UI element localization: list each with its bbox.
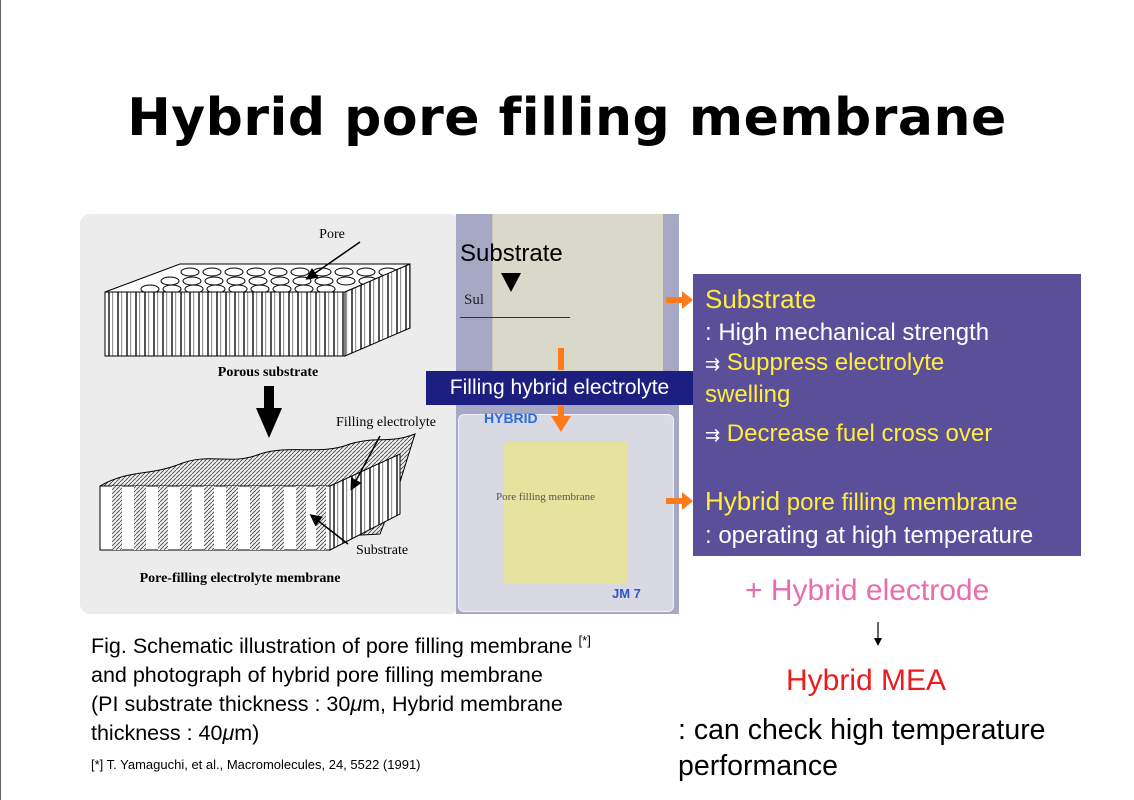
substrate-heading: Substrate	[705, 284, 817, 314]
corner-marker: JM 7	[612, 586, 641, 601]
double-arrow-icon: ⇉	[705, 425, 721, 445]
slide-title: Hybrid pore filling membrane	[127, 88, 1007, 148]
orange-down-arrow-icon	[551, 348, 571, 432]
effect-decrease-crossover: ⇉ Decrease fuel cross over	[705, 420, 993, 447]
hybrid-electrode-label: + Hybrid electrode	[745, 574, 990, 607]
triangle-down-icon	[501, 273, 521, 292]
photo-sheet-text: Sul	[464, 292, 485, 308]
photo-substrate-label: Substrate	[460, 240, 563, 267]
hybrid-membrane-property: : operating at high temperature	[705, 522, 1034, 549]
properties-box: Substrate : High mechanical strength ⇉ S…	[693, 274, 1081, 556]
pore-filling-membrane-drawing	[99, 433, 416, 551]
schematic-panel: Pore Porous substrate Filling electrolyt…	[80, 214, 460, 614]
photo-divider	[460, 317, 570, 318]
figure-caption: Fig. Schematic illustration of pore fill…	[91, 633, 591, 745]
small-down-arrow-icon	[874, 622, 882, 646]
effect-suppress-swelling: ⇉ Suppress electrolyte	[705, 349, 945, 376]
filling-hybrid-electrolyte-box: Filling hybrid electrolyte	[426, 371, 693, 405]
hybrid-mea-label: Hybrid MEA	[786, 664, 947, 697]
pore-filling-membrane-label: Pore-filling electrolyte membrane	[140, 571, 341, 586]
porous-substrate-label: Porous substrate	[218, 365, 318, 380]
orange-right-arrow-icon	[666, 291, 693, 309]
filling-electrolyte-label: Filling electrolyte	[336, 415, 436, 430]
hybrid-membrane-heading: Hybrid pore filling membrane	[705, 486, 1018, 516]
pore-schematic-illustration: Pore Porous substrate Filling electrolyt…	[99, 227, 436, 586]
down-arrow-icon	[256, 386, 282, 438]
porous-substrate-drawing	[104, 241, 411, 357]
photo-membrane	[504, 442, 628, 584]
photo-membrane-text: Pore filling membrane	[496, 491, 595, 503]
hybrid-marker: HYBRID	[484, 410, 538, 426]
reference-citation: [*] T. Yamaguchi, et al., Macromolecules…	[91, 757, 421, 772]
effect-swelling-continued: swelling	[705, 381, 791, 408]
orange-right-arrow-icon	[666, 492, 693, 510]
double-arrow-icon: ⇉	[705, 354, 721, 374]
pore-label: Pore	[319, 227, 345, 242]
high-temperature-note: : can check high temperature performance	[678, 714, 1046, 782]
substrate-property: : High mechanical strength	[705, 319, 990, 346]
slide-border	[0, 0, 1, 800]
schematic-substrate-label: Substrate	[356, 543, 408, 558]
